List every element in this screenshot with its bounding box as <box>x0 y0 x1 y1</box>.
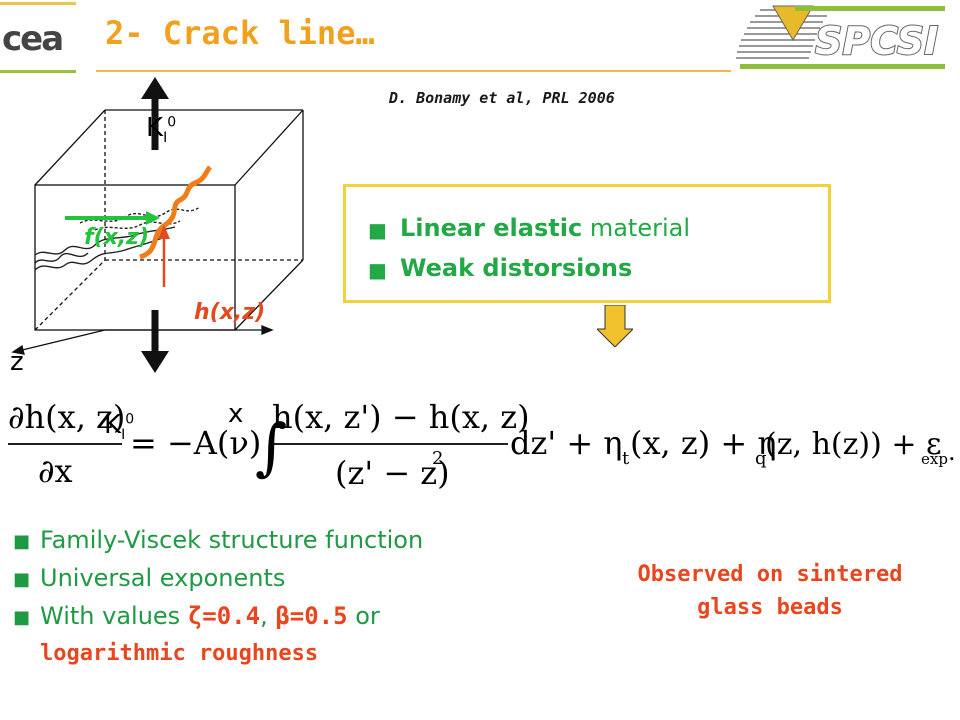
zeta-value: ζ=0.4 <box>187 602 261 630</box>
cea-logo: cea <box>0 0 78 78</box>
conclusion-1: Family-Viscek structure function <box>40 526 424 554</box>
eq-eps-subscript: exp <box>921 450 948 468</box>
observation-line-2: glass beads <box>697 595 843 620</box>
bullet-icon: ■ <box>13 569 31 590</box>
h-arrow <box>158 225 170 287</box>
equation: ∂h(x, z) ∂x = −A(ν) ∫ h(x, z') − h(x, z)… <box>0 392 960 507</box>
observation-line-1: Observed on sintered <box>637 562 903 587</box>
bullet-icon: ■ <box>13 531 31 552</box>
eq-end: . <box>948 438 956 466</box>
crack-front-line <box>139 165 212 260</box>
crack-surface <box>34 206 201 271</box>
spcsi-logo: SPCSI <box>735 0 955 75</box>
k-bottom-label: KI0 <box>104 410 135 444</box>
eq-fraction-denominator: (z' − z) <box>335 454 450 492</box>
k-arrow-bottom <box>141 310 169 373</box>
f-label: f(x,z) <box>84 225 150 250</box>
eq-eta-q-subscript: q <box>755 448 767 469</box>
bullet-icon: ■ <box>368 218 387 242</box>
eq-integral: ∫ <box>255 410 287 483</box>
eq-lhs-denominator: ∂x <box>38 452 73 490</box>
eq-lhs-numerator: ∂h(x, z) <box>8 398 125 436</box>
eq-fraction-exponent: 2 <box>432 448 443 469</box>
eq-eta-t-subscript: t <box>622 448 630 469</box>
observation-note: Observed on sintered glass beads <box>585 558 955 624</box>
crack-front-diagram: KI0 KI0 f(x,z) h(x,z) z x <box>0 55 340 443</box>
bullet-icon: ■ <box>368 258 387 282</box>
axis-z-label: z <box>10 347 24 377</box>
cea-logo-text: cea <box>2 19 62 59</box>
citation: D. Bonamy et al, PRL 2006 <box>389 89 615 107</box>
eq-fraction-numerator: h(x, z') − h(x, z) <box>272 398 530 436</box>
hypothesis-1: Linear elastic material <box>400 214 690 242</box>
eq-tail-1: dz' + η <box>510 424 622 462</box>
down-arrow-icon <box>595 304 635 348</box>
eq-tail-2: (x, z) + η <box>630 424 777 462</box>
title-divider <box>96 70 731 72</box>
k-top-label: KI0 <box>146 113 177 147</box>
slide-title: 2- Crack line… <box>105 14 375 52</box>
bullet-icon: ■ <box>13 607 31 628</box>
eq-tail-3: (z, h(z)) + ε <box>765 427 942 462</box>
axes <box>11 325 274 355</box>
axis-x-label: x <box>228 399 244 429</box>
h-label: h(x,z) <box>194 300 266 325</box>
k-arrow-top <box>141 77 169 150</box>
eq-middle: = −A(ν) <box>130 424 261 462</box>
conclusion-3-line2: logarithmic roughness <box>40 641 319 666</box>
f-arrow <box>65 211 160 225</box>
conclusion-2: Universal exponents <box>40 564 286 592</box>
conclusion-3: With values ζ=0.4, β=0.5 or <box>40 602 380 630</box>
hypothesis-2: Weak distorsions <box>400 254 633 282</box>
spcsi-logo-text: SPCSI <box>815 19 938 63</box>
beta-value: β=0.5 <box>275 602 348 630</box>
hypotheses-box: ■ Linear elastic material ■ Weak distors… <box>343 184 831 303</box>
